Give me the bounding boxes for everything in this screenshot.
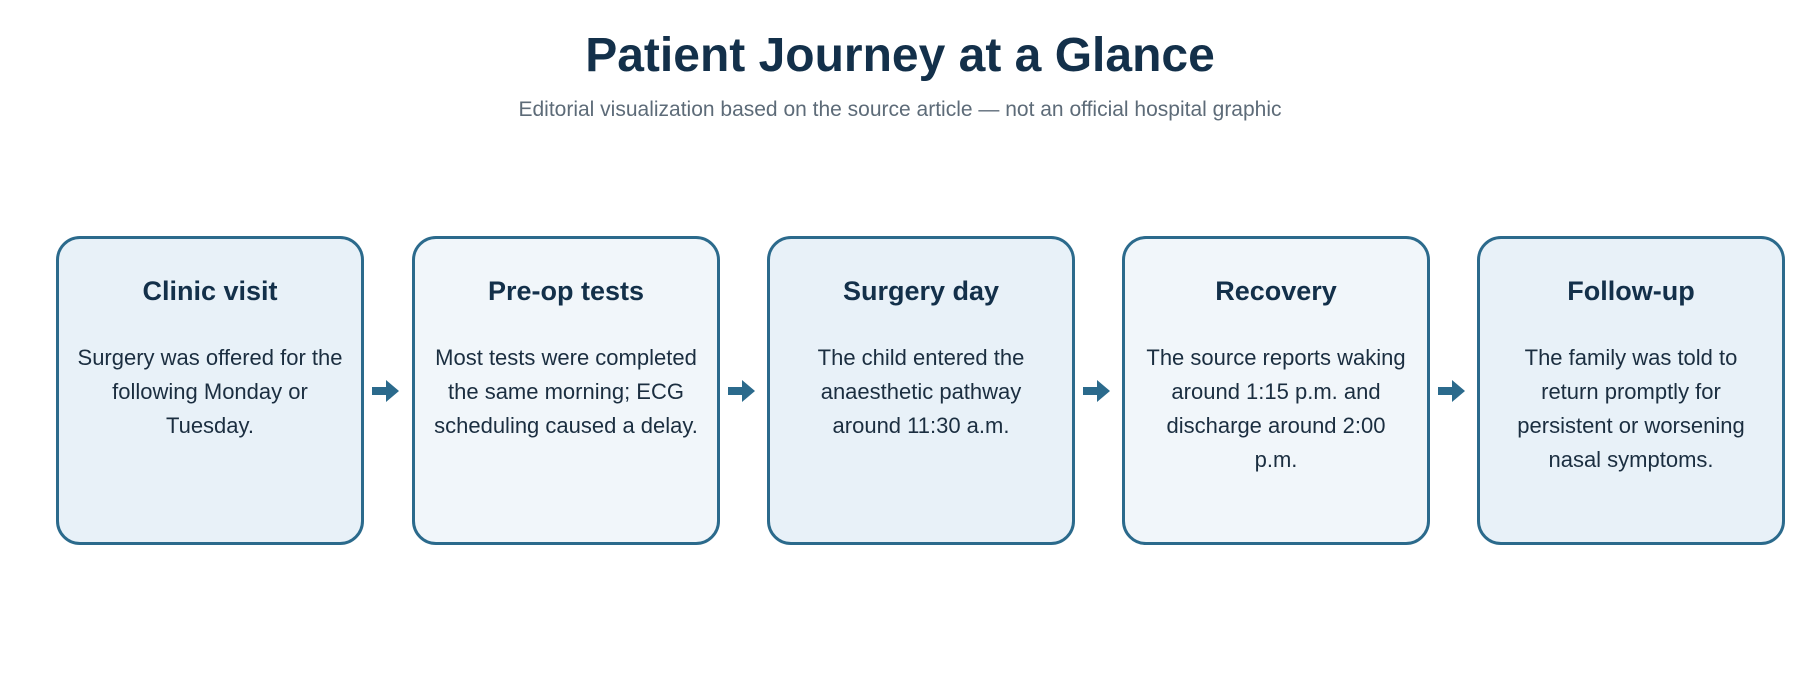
- step-card-clinic-visit: Clinic visit Surgery was offered for the…: [56, 236, 364, 545]
- step-title: Surgery day: [842, 276, 1000, 306]
- step-description: Surgery was offered for the following Mo…: [77, 345, 343, 438]
- page-subtitle: Editorial visualization based on the sou…: [518, 98, 1282, 121]
- step-description: The child entered the anaesthetic pathwa…: [817, 345, 1025, 438]
- step-card-follow-up: Follow-up The family was told to return …: [1477, 236, 1785, 545]
- step-card-pre-op-tests: Pre-op tests Most tests were completed t…: [412, 236, 720, 545]
- page-title: Patient Journey at a Glance: [585, 29, 1215, 82]
- step-title: Clinic visit: [142, 276, 278, 306]
- step-card-recovery: Recovery The source reports waking aroun…: [1122, 236, 1430, 545]
- step-card-surgery-day: Surgery day The child entered the anaest…: [767, 236, 1075, 545]
- step-title: Recovery: [1215, 276, 1337, 306]
- right-arrow-icon: [1438, 380, 1465, 402]
- right-arrow-icon: [728, 380, 755, 402]
- step-description: Most tests were completed the same morni…: [434, 345, 698, 438]
- step-title: Pre-op tests: [487, 276, 645, 306]
- step-description: The source reports waking around 1:15 p.…: [1146, 345, 1406, 472]
- step-title: Follow-up: [1567, 276, 1695, 306]
- patient-journey-flow: Clinic visit Surgery was offered for the…: [56, 236, 1786, 545]
- right-arrow-icon: [372, 380, 399, 402]
- step-description: The family was told to return promptly f…: [1517, 345, 1745, 472]
- right-arrow-icon: [1083, 380, 1110, 402]
